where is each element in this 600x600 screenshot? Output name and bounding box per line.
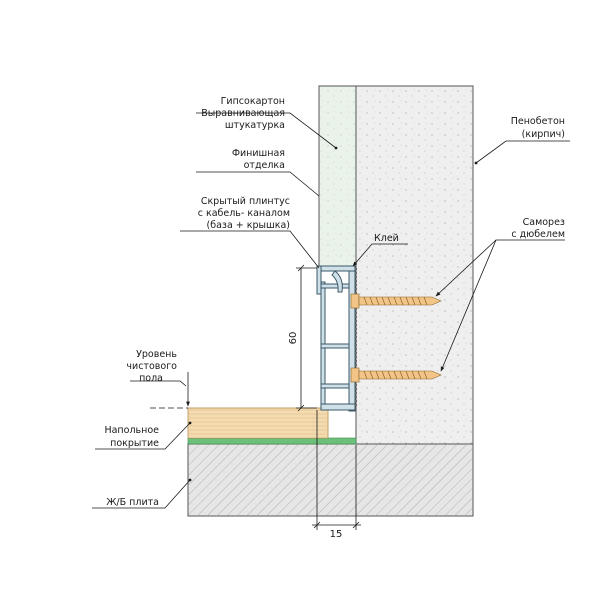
concrete-slab (187, 443, 474, 517)
label-foam-2: (кирпич) (522, 129, 565, 140)
floor-level-marker (150, 372, 190, 409)
label-plaster-1: Выравнивающая (201, 108, 285, 119)
label-plaster-2: штукатурка (225, 120, 285, 131)
label-finish-1: Финишная (232, 148, 285, 159)
leader-lines (92, 112, 570, 509)
hidden-plinth-profile (316, 265, 356, 412)
label-plinth-2: с кабель- каналом (198, 208, 290, 219)
screw-lower (350, 367, 442, 383)
floor-covering (187, 407, 329, 439)
dimension-width (312, 410, 361, 530)
label-screw-1: Саморез (523, 217, 565, 228)
label-drywall: Гипсокартон (221, 96, 285, 107)
label-plinth-3: (база + крышка) (207, 220, 291, 231)
foam-concrete-wall (355, 85, 474, 446)
label-floor-level-2: чистового (126, 361, 177, 372)
label-slab: Ж/Б плита (106, 497, 159, 508)
label-foam-1: Пенобетон (511, 116, 565, 127)
label-screw-2: с дюбелем (511, 229, 565, 240)
label-floor-level-1: Уровень (136, 349, 177, 360)
drywall-plaster-layer (318, 85, 357, 267)
label-floor-level-3: пола (139, 373, 163, 384)
underlay-layer (187, 437, 357, 445)
screw-upper (350, 293, 442, 309)
label-glue: Клей (374, 233, 399, 244)
label-floor-cover-1: Напольное (104, 425, 159, 436)
dimension-height-label: 60 (288, 332, 299, 345)
dimension-height (296, 264, 317, 412)
label-floor-cover-2: покрытие (110, 438, 159, 449)
label-finish-2: отделка (244, 160, 285, 171)
label-plinth-1: Скрытый плинтус (201, 196, 290, 207)
dimension-width-label: 15 (330, 529, 343, 540)
